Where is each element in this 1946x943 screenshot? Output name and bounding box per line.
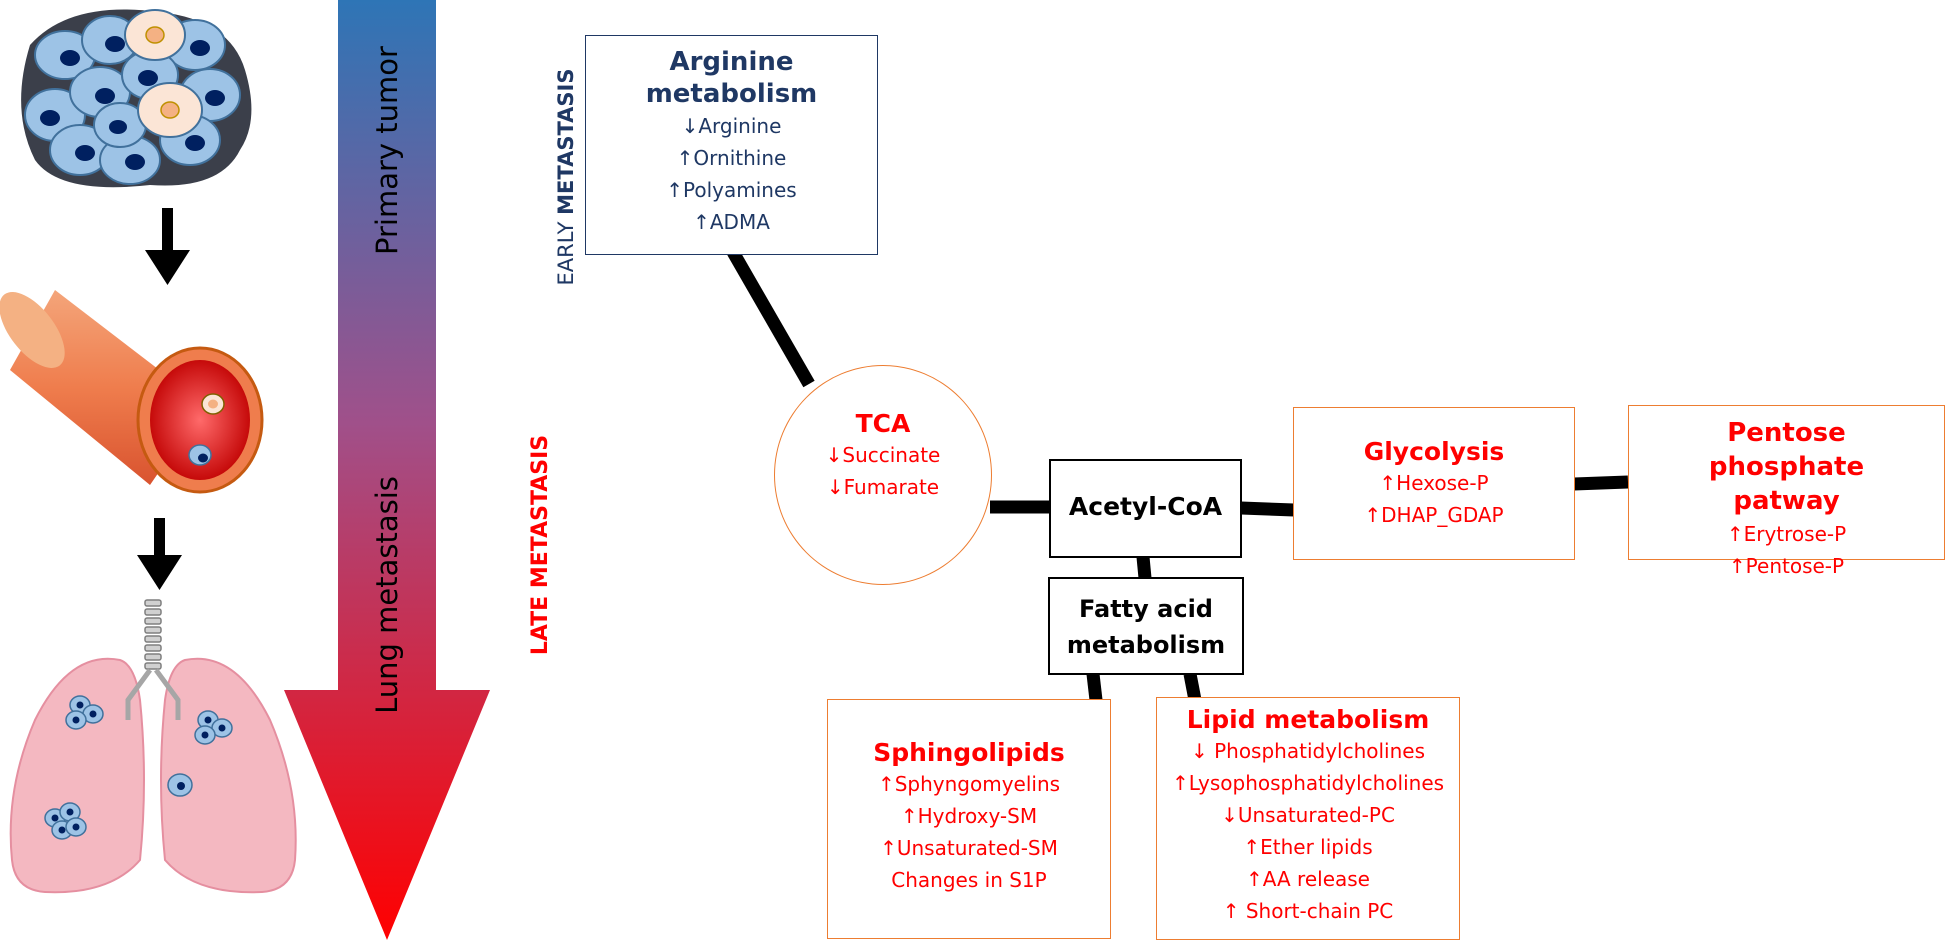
arginine-metabolism-box: Arginine metabolism ↓Arginine ↑Ornithine… xyxy=(585,35,878,255)
blood-vessel-icon xyxy=(0,290,264,494)
glycolysis-title: Glycolysis xyxy=(1363,437,1505,466)
s1p-item: Changes in S1P xyxy=(891,868,1047,892)
pentose-title: Pentose phosphate patway xyxy=(1708,418,1865,516)
lysophosphatidylcholines-item: ↑Lysophosphatidylcholines xyxy=(1171,771,1445,795)
arginine-item: ↓Arginine xyxy=(681,114,782,138)
early-emphasis: METASTASIS xyxy=(554,68,578,215)
sphingolipids-box: Sphingolipids ↑Sphyngomyelins ↑Hydroxy-S… xyxy=(827,699,1111,939)
hexose-p-item: ↑Hexose-P xyxy=(1379,471,1489,495)
phosphatidylcholines-item: ↓ Phosphatidylcholines xyxy=(1190,739,1426,763)
hydroxy-sm-item: ↑Hydroxy-SM xyxy=(900,804,1038,828)
aa-release-item: ↑AA release xyxy=(1246,867,1370,891)
tca-circle: TCA ↓Succinate ↓Fumarate xyxy=(774,365,992,585)
lung-metastasis-label: Lung metastasis xyxy=(370,476,404,714)
arginine-title: Arginine metabolism xyxy=(645,47,818,109)
erytrose-p-item: ↑Erytrose-P xyxy=(1726,522,1847,546)
sphyngomyelins-item: ↑Sphyngomyelins xyxy=(877,772,1061,796)
tca-title: TCA xyxy=(855,409,911,438)
ornithine-item: ↑Ornithine xyxy=(676,146,787,170)
primary-tumor-label: Primary tumor xyxy=(370,46,404,255)
unsaturated-pc-item: ↓Unsaturated-PC xyxy=(1221,803,1395,827)
early-prefix: EARLY xyxy=(554,214,578,286)
succinate-item: ↓Succinate xyxy=(825,443,941,467)
sphingolipids-title: Sphingolipids xyxy=(873,738,1065,767)
pentose-p-item: ↑Pentose-P xyxy=(1728,554,1845,578)
lipid-title: Lipid metabolism xyxy=(1186,705,1430,734)
fatty-acid-title: Fatty acid metabolism xyxy=(1066,595,1226,659)
late-metastasis-label: LATE METASTASIS xyxy=(528,434,553,656)
down-arrow-icon xyxy=(137,518,182,590)
acetyl-coa-title: Acetyl-CoA xyxy=(1068,492,1223,521)
short-chain-pc-item: ↑ Short-chain PC xyxy=(1222,899,1394,923)
connector-lines xyxy=(727,248,1629,702)
glycolysis-box: Glycolysis ↑Hexose-P ↑DHAP_GDAP xyxy=(1293,407,1575,560)
pentose-phosphate-box: Pentose phosphate patway ↑Erytrose-P ↑Pe… xyxy=(1628,405,1945,578)
fumarate-item: ↓Fumarate xyxy=(826,475,940,499)
unsaturated-sm-item: ↑Unsaturated-SM xyxy=(880,836,1058,860)
lipid-metabolism-box: Lipid metabolism ↓ Phosphatidylcholines … xyxy=(1156,697,1460,940)
adma-item: ↑ADMA xyxy=(693,210,770,234)
fatty-acid-box: Fatty acid metabolism xyxy=(1048,577,1244,675)
dhap-gdap-item: ↑DHAP_GDAP xyxy=(1364,503,1504,527)
tumor-cluster-icon xyxy=(21,9,252,188)
lungs-icon xyxy=(9,599,297,894)
early-metastasis-label: EARLY METASTASIS xyxy=(551,47,581,307)
down-arrow-icon xyxy=(145,208,190,285)
ether-lipids-item: ↑Ether lipids xyxy=(1243,835,1373,859)
progression-gradient-arrow xyxy=(284,0,490,940)
acetyl-coa-box: Acetyl-CoA xyxy=(1049,459,1242,558)
polyamines-item: ↑Polyamines xyxy=(666,178,797,202)
